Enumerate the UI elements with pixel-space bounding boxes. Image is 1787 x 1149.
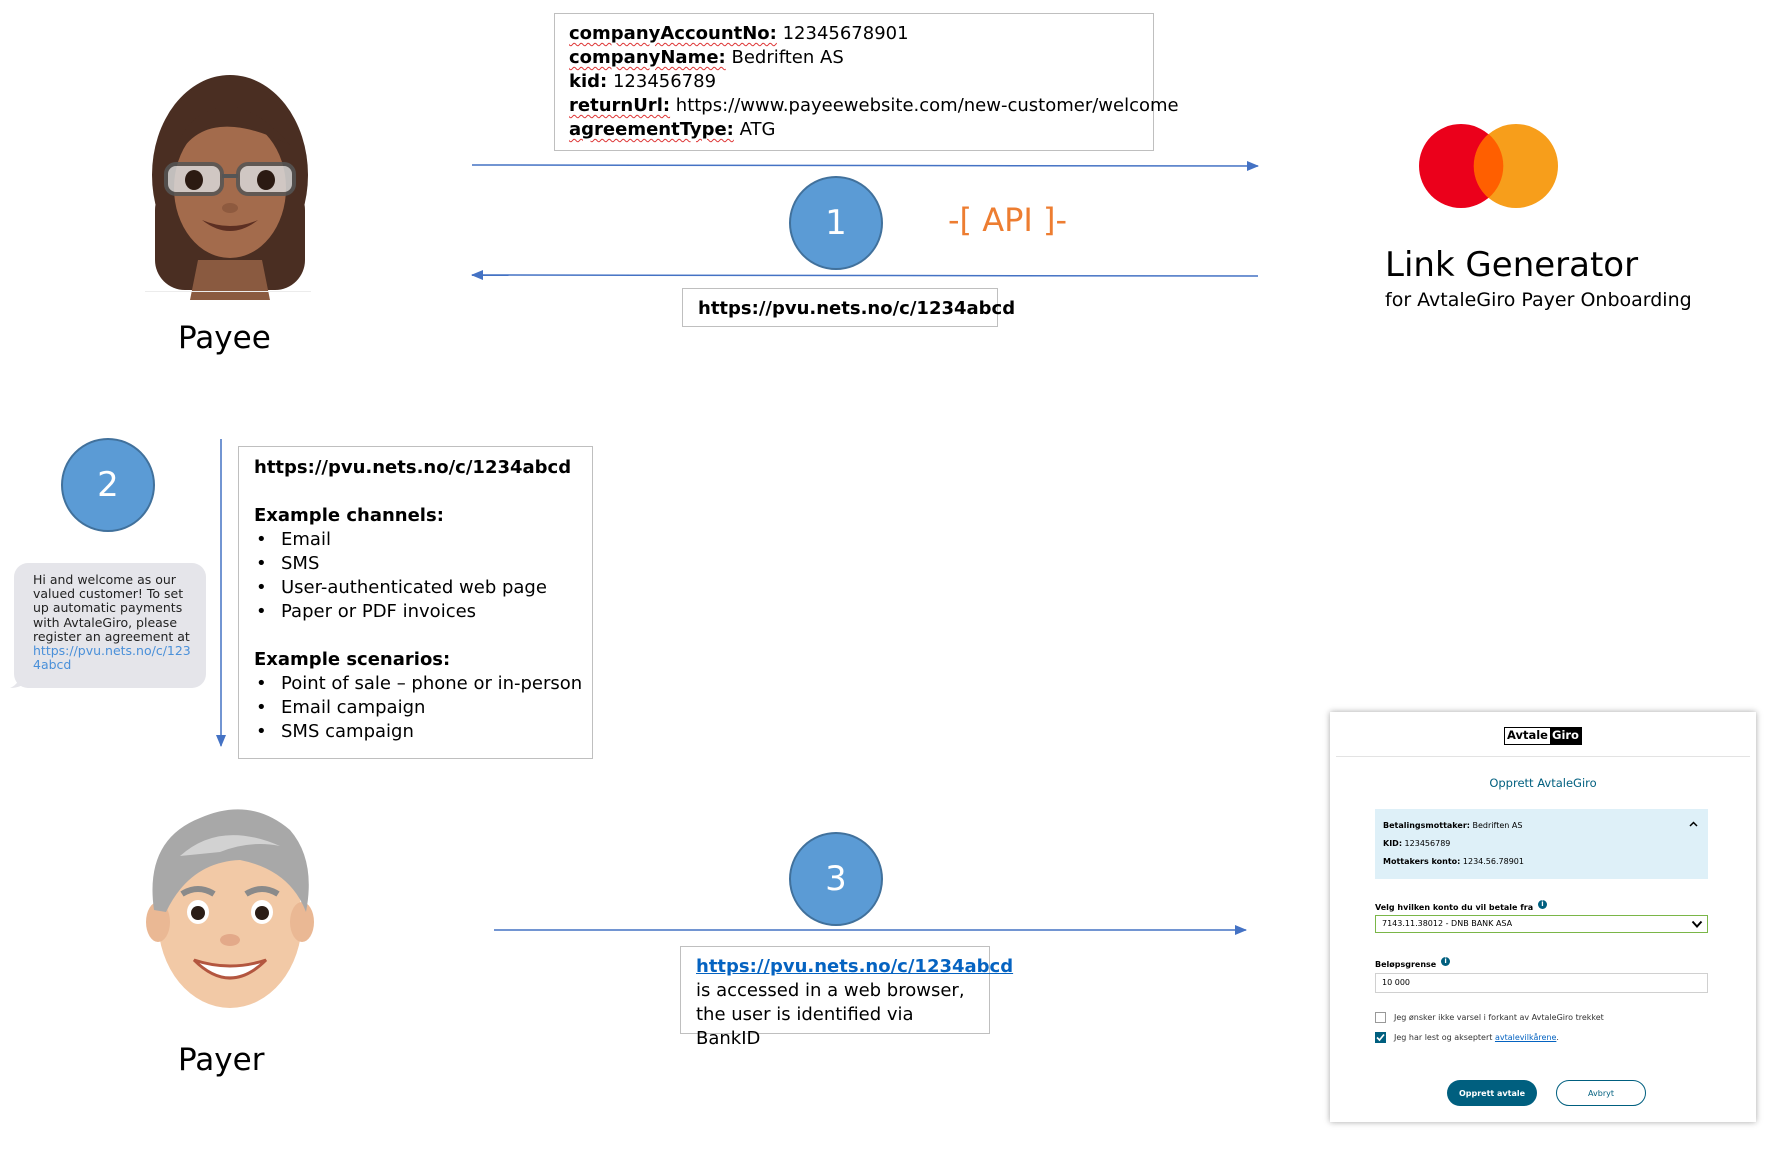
- generator-subtitle: for AvtaleGiro Payer Onboarding: [1385, 289, 1692, 311]
- channel-item: SMS: [254, 552, 592, 576]
- info-icon[interactable]: i: [1441, 957, 1451, 966]
- sms-link[interactable]: https://pvu.nets.no/c/1234abcd: [33, 643, 191, 673]
- account-select[interactable]: 7143.11.38012 - DNB BANK ASA: [1375, 915, 1708, 933]
- form-title: Opprett AvtaleGiro: [1489, 776, 1597, 790]
- channels-heading: Example channels:: [254, 505, 444, 526]
- account-label: Velg hvilken konto du vil betale fra i: [1375, 900, 1547, 912]
- terms-checkbox[interactable]: [1375, 1032, 1386, 1043]
- sms-bubble: Hi and welcome as our valued customer! T…: [14, 563, 206, 688]
- scenario-item: SMS campaign: [254, 720, 592, 744]
- scenario-item: Email campaign: [254, 696, 592, 720]
- response-arrow: [471, 270, 1259, 281]
- channel-item: Email: [254, 528, 592, 552]
- terms-checkbox-label: Jeg har lest og akseptert avtalevilkåren…: [1394, 1033, 1559, 1042]
- channels-link: https://pvu.nets.no/c/1234abcd: [254, 457, 572, 478]
- limit-label: Beløpsgrense i: [1375, 957, 1451, 969]
- request-parameters-box: companyAccountNo: 12345678901 companyNam…: [554, 13, 1179, 151]
- param-company-name: companyName: Bedriften AS: [569, 47, 844, 68]
- mastercard-logo-icon: [1419, 124, 1558, 208]
- avtalegiro-logo: Avtale Giro: [1504, 727, 1582, 745]
- channel-item: User-authenticated web page: [254, 576, 592, 600]
- payee-avatar-icon: [152, 75, 308, 300]
- scenario-item: Point of sale – phone or in-person: [254, 672, 592, 696]
- chevron-down-icon: [1691, 920, 1703, 928]
- scenarios-list: Point of sale – phone or in-person Email…: [254, 672, 592, 744]
- payer-avatar-icon: [146, 809, 314, 1008]
- payer-label: Payer: [178, 1042, 265, 1078]
- avtalegiro-form: Avtale Giro Opprett AvtaleGiro Betalings…: [1330, 712, 1756, 1122]
- limit-input[interactable]: 10 000: [1375, 973, 1708, 993]
- channels-box: https://pvu.nets.no/c/1234abcd Example c…: [238, 446, 593, 759]
- payee-info-panel[interactable]: Betalingsmottaker: Bedriften AS KID: 123…: [1375, 809, 1708, 879]
- info-icon[interactable]: i: [1537, 900, 1547, 909]
- param-agreement-type: agreementType: ATG: [569, 119, 776, 140]
- info-account: Mottakers konto: 1234.56.78901: [1383, 857, 1524, 866]
- info-payee: Betalingsmottaker: Bedriften AS: [1383, 821, 1523, 830]
- api-label: -[ API ]-: [948, 201, 1068, 239]
- generator-title: Link Generator: [1385, 245, 1639, 285]
- param-company-account-no: companyAccountNo: 12345678901: [569, 23, 909, 44]
- step-3-circle: 3: [789, 832, 883, 926]
- payee-label: Payee: [178, 320, 271, 356]
- scenarios-heading: Example scenarios:: [254, 649, 451, 670]
- param-kid: kid: 123456789: [569, 71, 717, 92]
- sms-text: Hi and welcome as our valued customer! T…: [33, 572, 191, 673]
- submit-button[interactable]: Opprett avtale: [1447, 1080, 1537, 1106]
- access-link[interactable]: https://pvu.nets.no/c/1234abcd: [696, 956, 1014, 977]
- access-text: is accessed in a web browser, the user i…: [696, 980, 965, 1049]
- access-box: https://pvu.nets.no/c/1234abcd is access…: [680, 946, 1014, 1049]
- terms-link[interactable]: avtalevilkårene: [1494, 1033, 1557, 1042]
- info-kid: KID: 123456789: [1383, 839, 1451, 848]
- check-icon: [1376, 1033, 1385, 1042]
- param-return-url: returnUrl: https://www.payeewebsite.com/…: [569, 95, 1179, 116]
- form-header-divider: [1336, 756, 1750, 757]
- cancel-button[interactable]: Avbryt: [1556, 1080, 1646, 1106]
- notify-checkbox[interactable]: [1375, 1012, 1386, 1023]
- channels-list: Email SMS User-authenticated web page Pa…: [254, 528, 592, 624]
- request-arrow: [471, 160, 1259, 171]
- sms-bubble-tail: [10, 670, 28, 688]
- response-link-text: https://pvu.nets.no/c/1234abcd: [698, 298, 1016, 319]
- step-2-circle: 2: [61, 438, 155, 532]
- chevron-up-icon[interactable]: [1689, 821, 1698, 827]
- step-1-circle: 1: [789, 176, 883, 270]
- response-link-box: https://pvu.nets.no/c/1234abcd: [682, 288, 1015, 327]
- payee-shadow: [145, 291, 311, 292]
- channel-item: Paper or PDF invoices: [254, 600, 592, 624]
- notify-checkbox-label: Jeg ønsker ikke varsel i forkant av Avta…: [1394, 1013, 1604, 1022]
